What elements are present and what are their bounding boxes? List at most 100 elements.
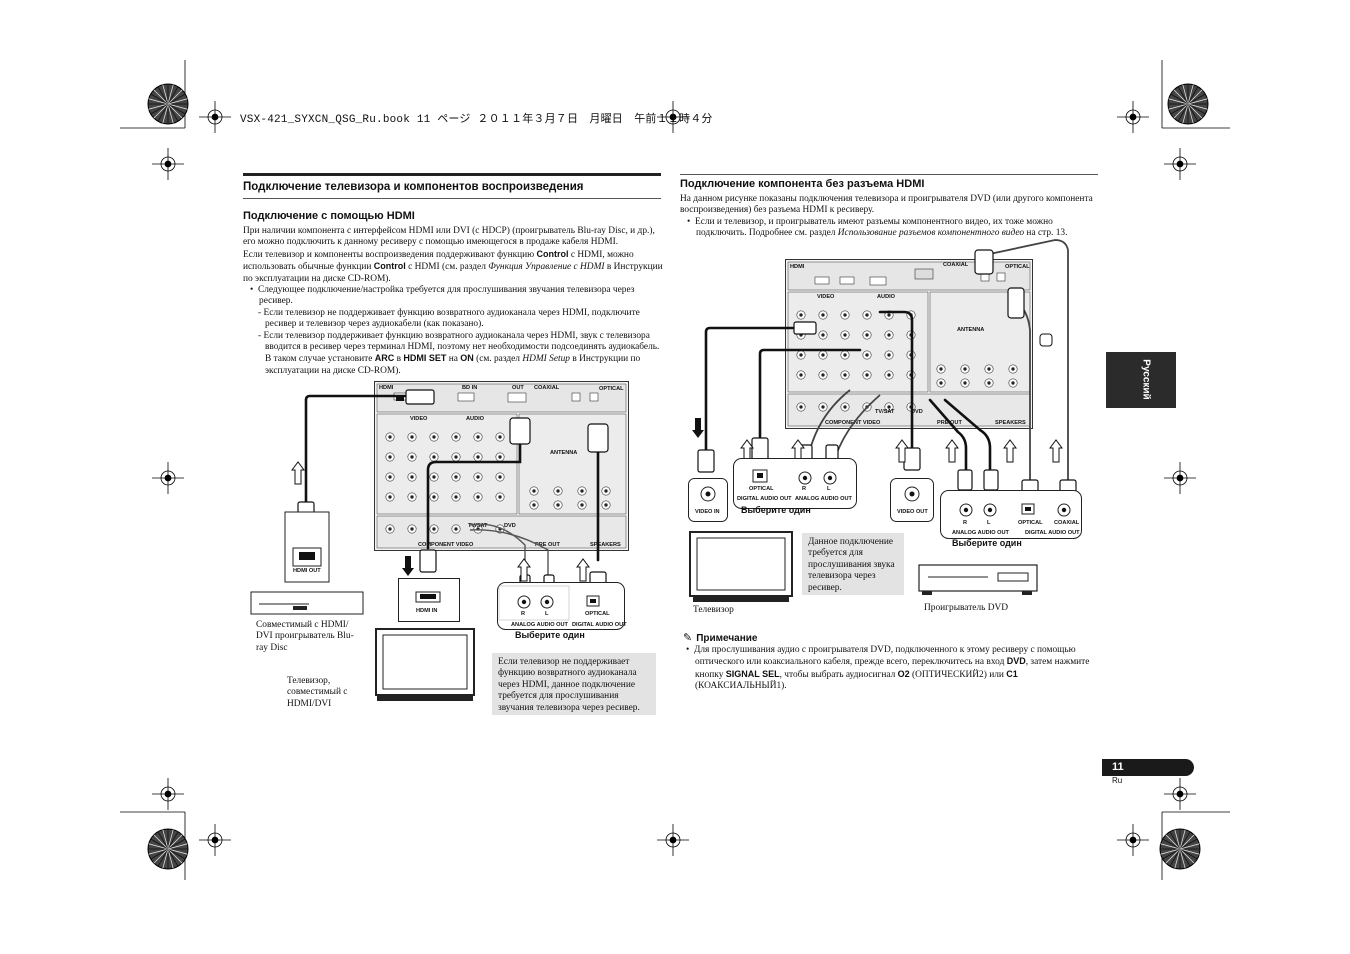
panel-bd-in-label: BD IN [462, 385, 478, 391]
panel-speakers-label: SPEAKERS [590, 542, 621, 548]
analog-audio-out-label: ANALOG AUDIO OUT [511, 622, 568, 628]
registration-crosshair [152, 148, 184, 180]
note-box-right: Данное подключение требуется для прослуш… [802, 533, 904, 595]
book-header: VSX-421_SYXCN_QSG_Ru.book 11 ページ ２０１１年３月… [240, 114, 713, 126]
audio-out-box-left: R L ANALOG AUDIO OUT OPTICAL DIGITAL AUD… [497, 582, 627, 640]
panel-speakers-label-right: SPEAKERS [995, 420, 1026, 426]
registration-starburst [1159, 828, 1201, 870]
registration-crosshair [657, 101, 689, 133]
panel-out-label: OUT [512, 385, 524, 391]
dvd-optical-label: OPTICAL [1018, 520, 1043, 526]
section-rule-thin [243, 198, 661, 199]
para-no-hdmi: На данном рисунке показаны подключения т… [680, 194, 1093, 216]
bluray-player: HDMI OUT [249, 511, 365, 616]
tv-hdmi-in-box: HDMI IN [398, 578, 460, 622]
panel-hdmi-label-right: HDMI [790, 264, 805, 270]
section-rule [243, 173, 661, 176]
dash-arc: - Если телевизор поддерживает функцию во… [258, 330, 660, 376]
choose-one-right-dvd: Выберите один [952, 538, 1022, 548]
registration-starburst [1167, 83, 1209, 125]
panel-audio-label-right: AUDIO [877, 294, 896, 300]
choose-one-left: Выберите один [515, 630, 585, 640]
digital-audio-out-label-left: DIGITAL AUDIO OUT [572, 622, 627, 628]
video-in-label: VIDEO IN [695, 509, 720, 515]
registration-crosshair [199, 101, 231, 133]
panel-tvsat-label: TV/SAT [468, 523, 488, 529]
dvd-audio-out-box: R L OPTICAL COAXIAL ANALOG AUDIO OUT DIG… [940, 490, 1082, 550]
panel-video-label: VIDEO [410, 416, 428, 422]
tv-analog-audio-out-label: ANALOG AUDIO OUT [795, 496, 852, 502]
registration-crosshair [657, 824, 689, 856]
tv-caption-left: Телевизор, совместимый с HDMI/DVI [287, 676, 348, 709]
note-pencil-icon: ✎ [683, 631, 693, 644]
bullet-component: • Если и телевизор, и проигрыватель имею… [687, 216, 1068, 239]
panel-coaxial-label-right: COAXIAL [943, 262, 969, 268]
video-out-label: VIDEO OUT [897, 509, 928, 515]
hdmi-out-label: HDMI OUT [293, 568, 321, 574]
para-control: Если телевизор и компоненты воспроизведе… [243, 248, 663, 284]
optical-label-left: OPTICAL [585, 611, 610, 617]
panel-optical-label-right: OPTICAL [1005, 264, 1030, 270]
registration-crosshair [1164, 778, 1196, 810]
tv-audio-out-box: OPTICAL R L DIGITAL AUDIO OUT ANALOG AUD… [733, 458, 857, 522]
page-lang: Ru [1112, 776, 1123, 785]
registration-crosshair [152, 778, 184, 810]
note-box-left: Если телевизор не поддерживает функцию в… [492, 653, 656, 715]
panel-component-video-label: COMPONENT VIDEO [418, 542, 474, 548]
section-rule-right [680, 174, 1098, 175]
page-number-badge: 11 [1102, 759, 1194, 776]
panel-audio-label: AUDIO [466, 416, 485, 422]
registration-starburst [147, 83, 189, 125]
hdmi-in-label: HDMI IN [416, 608, 438, 614]
bullet-listen-tv: • Следующее подключение/настройка требуе… [250, 285, 635, 307]
panel-dvd-label: DVD [504, 523, 516, 529]
video-in-box: VIDEO IN [688, 478, 728, 522]
tv-caption-right: Телевизор [693, 605, 734, 615]
tv-digital-audio-out-label: DIGITAL AUDIO OUT [737, 496, 792, 502]
panel-antenna-label-right: ANTENNA [957, 327, 985, 333]
tv-l-label: L [827, 486, 831, 492]
panel-optical-label: OPTICAL [599, 386, 624, 392]
panel-tvsat-label-right: TV/SAT [875, 409, 895, 415]
panel-dvd-label-right: DVD [911, 409, 923, 415]
tv-right [689, 531, 793, 602]
panel-antenna-label: ANTENNA [550, 450, 578, 456]
para-hdmi-intro: При наличии компонента с интерфейсом HDM… [243, 226, 655, 248]
receiver-panel-right: HDMI COAXIAL OPTICAL VIDEO AUDIO ANTENNA… [785, 259, 1033, 429]
dvd-analog-audio-out-label: ANALOG AUDIO OUT [952, 530, 1009, 536]
dvd-coaxial-label: COAXIAL [1054, 520, 1080, 526]
panel-coaxial-label: COAXIAL [534, 385, 560, 391]
receiver-panel-left: HDMI BD IN OUT COAXIAL OPTICAL VIDEO AUD… [374, 381, 629, 551]
choose-one-right-tv: Выберите один [741, 505, 811, 515]
section-title-left: Подключение телевизора и компонентов вос… [243, 181, 584, 193]
tv-r-label: R [802, 486, 807, 492]
right-body-text: На данном рисунке показаны подключения т… [680, 194, 1100, 240]
dash-no-arc: - Если телевизор не поддерживает функцию… [258, 307, 640, 330]
player-caption: Совместимый с HDMI/ DVI проигрыватель Bl… [256, 620, 354, 653]
dvd-player [918, 564, 1038, 595]
tv-optical-label: OPTICAL [749, 486, 774, 492]
registration-crosshair [199, 824, 231, 856]
dvd-caption: Проигрыватель DVD [924, 603, 1009, 613]
panel-hdmi-label: HDMI [379, 385, 394, 391]
registration-crosshair [1117, 101, 1149, 133]
registration-crosshair [152, 462, 184, 494]
panel-video-label-right: VIDEO [817, 294, 835, 300]
video-out-box: VIDEO OUT [890, 478, 934, 522]
language-side-tab: Русский [1106, 352, 1176, 408]
note-body: • Для прослушивания аудио с проигрывател… [686, 645, 1090, 692]
analog-r-label: R [521, 611, 526, 617]
dvd-digital-audio-out-label: DIGITAL AUDIO OUT [1025, 530, 1080, 536]
registration-crosshair [1164, 462, 1196, 494]
note-heading: ✎ Примечание [683, 631, 758, 644]
dvd-l-label: L [987, 520, 991, 526]
dvd-r-label: R [963, 520, 968, 526]
analog-l-label: L [545, 611, 549, 617]
registration-crosshair [1164, 148, 1196, 180]
left-body-text: При наличии компонента с интерфейсом HDM… [243, 226, 663, 377]
section-title-right: Подключение компонента без разъема HDMI [680, 178, 925, 190]
registration-crosshair [1117, 824, 1149, 856]
subsection-title-hdmi: Подключение с помощью HDMI [243, 210, 415, 222]
